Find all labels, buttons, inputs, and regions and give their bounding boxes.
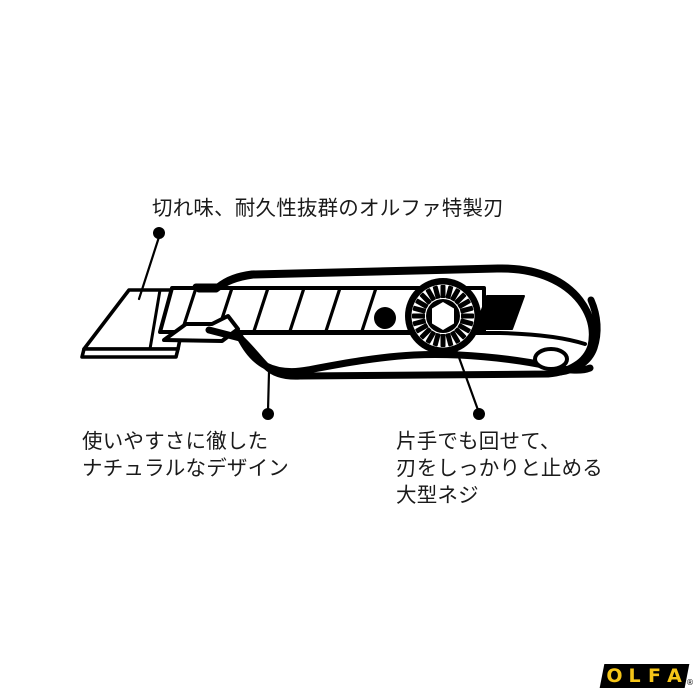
- blade-shaft: [158, 286, 486, 334]
- thumb-screw-knob: [405, 278, 481, 354]
- olfa-logo-block-a: A: [659, 664, 690, 688]
- blade-snap-segments: [180, 286, 378, 333]
- registered-trademark-icon: ®: [686, 678, 694, 687]
- black-accent-wedge: [474, 295, 525, 330]
- handle-butt: [556, 296, 601, 376]
- leader-line-blade: [137, 227, 165, 301]
- olfa-logo-letter-a: A: [667, 665, 682, 687]
- olfa-logo: O L F A ®: [599, 664, 694, 694]
- callout-screw-text: 片手でも回せて、 刃をしっかりと止める 大型ネジ: [396, 429, 603, 507]
- blade-slider: [162, 314, 240, 343]
- snap-off-blade: [80, 288, 192, 359]
- handle-spine: [192, 264, 597, 349]
- body-channel-line: [236, 331, 587, 346]
- pivot-dot: [374, 307, 396, 329]
- callout-blade-text: 切れ味、耐久性抜群のオルファ特製刃: [152, 196, 504, 220]
- callout-design-text: 使いやすさに徹した ナチュラルなデザイン: [82, 429, 289, 480]
- lanyard-hole: [533, 347, 569, 371]
- leader-line-screw: [455, 350, 485, 420]
- handle-body: [195, 265, 596, 380]
- leader-line-design: [262, 370, 274, 420]
